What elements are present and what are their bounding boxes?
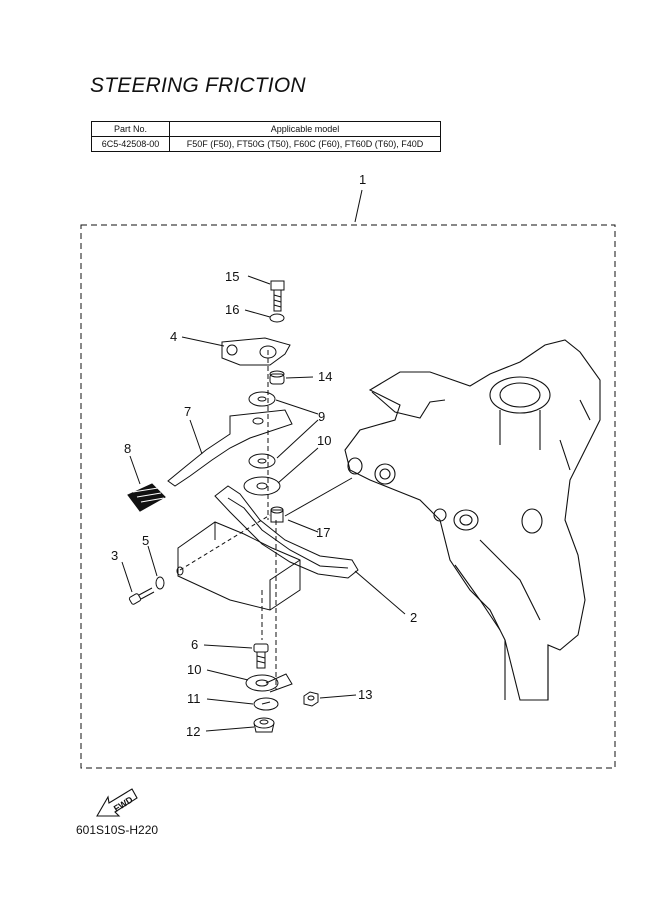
applicability-table: Part No. Applicable model 6C5-42508-00 F… (91, 121, 441, 152)
callout-16: 16 (225, 302, 239, 317)
table-header-row: Part No. Applicable model (91, 121, 441, 137)
callout-2: 2 (410, 610, 417, 625)
table-row: 6C5-42508-00 F50F (F50), FT50G (T50), F6… (91, 136, 441, 152)
callout-11: 11 (187, 691, 201, 706)
callout-17: 13 (358, 687, 372, 702)
screw-3-icon (128, 587, 155, 605)
callout-12: 14 (318, 369, 332, 384)
callout-10-upper: 10 (317, 433, 331, 448)
callout-9: 9 (318, 409, 325, 424)
plate-body-icon (177, 521, 301, 611)
callout-1: 1 (359, 172, 366, 187)
washer-10a-icon (243, 476, 281, 496)
washer-11-icon (253, 697, 279, 711)
washer-10b-icon (245, 674, 279, 692)
washer-9a-icon (248, 391, 276, 407)
washer-5-icon (155, 576, 165, 590)
fwd-label: FWD (112, 794, 135, 814)
figure-code: 601S10S-H220 (76, 823, 159, 837)
callout-4: 4 (170, 329, 177, 344)
callout-6: 6 (191, 637, 198, 652)
callout-15: 15 (225, 269, 239, 284)
grip-8-icon (127, 483, 166, 512)
callout-10-lower: 10 (187, 662, 201, 677)
nut-13-icon (253, 717, 275, 733)
friction-plate-7-icon (167, 409, 293, 487)
callout-14: 17 (316, 525, 330, 540)
bolt-15-icon (270, 280, 285, 312)
fwd-arrow-icon (96, 788, 138, 817)
page-title: STEERING FRICTION (90, 74, 306, 97)
callout-8: 8 (124, 441, 131, 456)
friction-lever-2-icon (214, 485, 359, 579)
bracket-4-icon (221, 337, 291, 366)
bolt-6-icon (253, 643, 269, 669)
callout-3: 3 (111, 548, 118, 563)
washer-16-icon (269, 313, 285, 323)
washer-9b-icon (248, 453, 276, 469)
collar-14-icon (270, 506, 284, 523)
callout-5: 5 (142, 533, 149, 548)
nut-12-icon (269, 370, 285, 385)
callout-7: 7 (184, 404, 191, 419)
callout-13: 12 (186, 724, 200, 739)
cell-applicable-model: F50F (F50), FT50G (T50), F60C (F60), FT6… (169, 136, 441, 152)
swivel-bracket-outline (344, 339, 601, 701)
assembly-boundary (80, 224, 616, 769)
nut-17-icon (303, 691, 319, 707)
